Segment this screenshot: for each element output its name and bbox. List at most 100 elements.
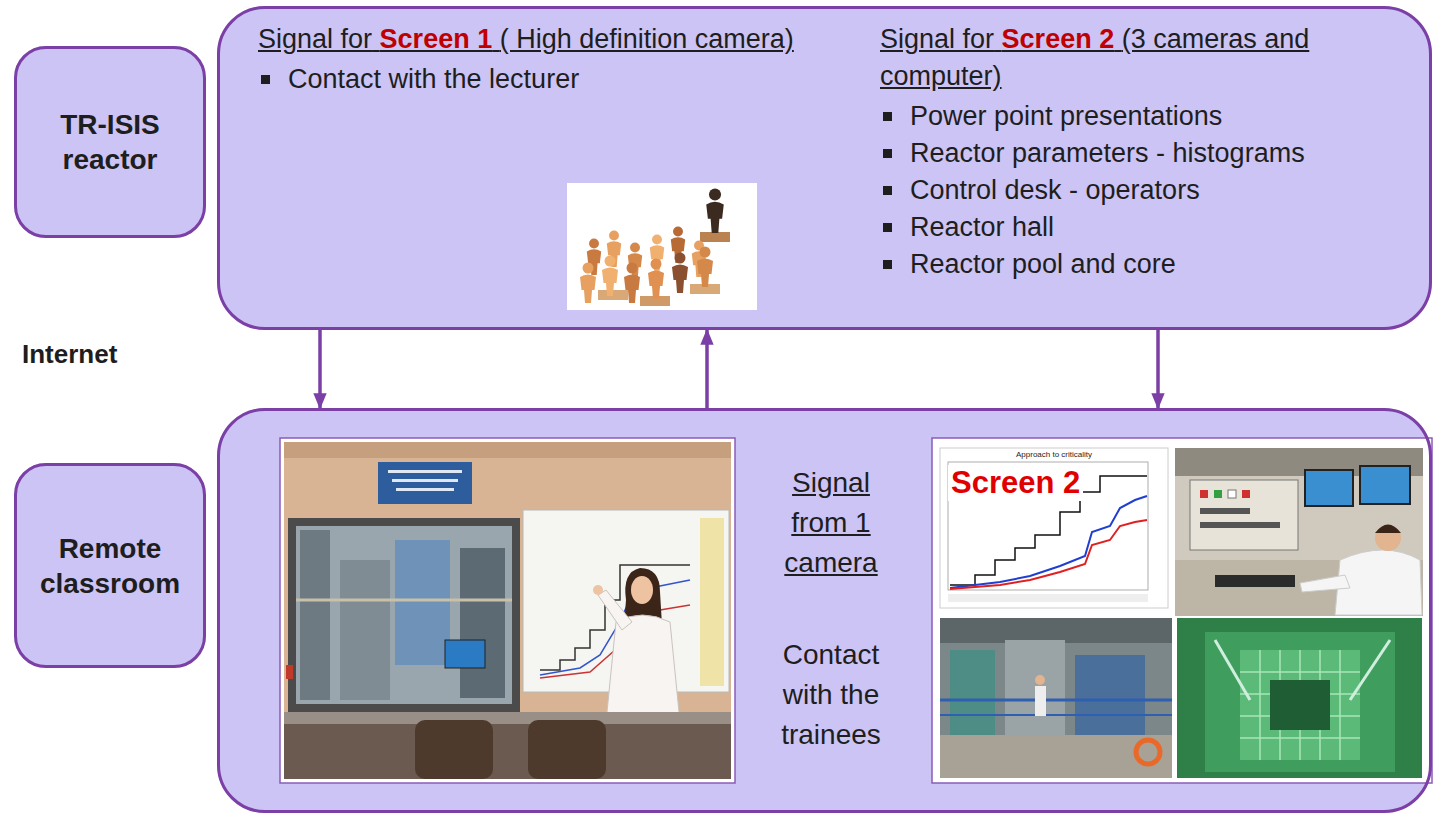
picture-part: [940, 714, 1172, 716]
picture-part: [296, 526, 512, 704]
bullet-text: Power point presentations: [910, 101, 1222, 131]
picture-part: [1005, 640, 1065, 735]
box-title: Remote classroom: [25, 531, 195, 601]
picture-part: [1242, 490, 1250, 498]
screen-name: Screen 2: [1002, 24, 1115, 54]
picture-part: [1270, 680, 1330, 730]
picture-part: [460, 548, 505, 698]
bullet-square: [883, 186, 892, 195]
figures-picture: [567, 183, 757, 310]
picture-part: [378, 462, 472, 504]
picture-part: [940, 699, 1172, 702]
picture-part: [932, 438, 1432, 783]
screen-name: Screen 1: [380, 24, 493, 54]
picture-part: [1240, 650, 1360, 760]
bullet-item: Reactor parameters - histograms: [880, 135, 1425, 172]
bullet-item: Control desk - operators: [880, 172, 1425, 209]
heading: Signal for Screen 1 ( High definition ca…: [258, 21, 818, 58]
bullet-square: [883, 112, 892, 121]
picture-part: [1350, 640, 1390, 700]
picture-part: [950, 650, 995, 735]
bullet-text: Reactor hall: [910, 212, 1054, 242]
picture-part: [648, 259, 664, 300]
heading-text: ( High definition camera): [500, 24, 794, 54]
picture-part: [1228, 490, 1236, 498]
picture-part: [1190, 480, 1298, 550]
picture-part: [445, 640, 485, 668]
classroom-box: Remote classroom: [14, 463, 206, 668]
picture-part: [415, 720, 493, 779]
picture-part: [1375, 525, 1401, 551]
bullet-square: [883, 149, 892, 158]
picture-part: [1175, 448, 1423, 616]
picture-part: [1200, 508, 1250, 514]
box-fill: [14, 46, 206, 238]
picture-part: [948, 462, 1148, 590]
bullet-text: Reactor pool and core: [910, 249, 1176, 279]
picture-part: [1305, 470, 1353, 506]
screen-two-photos: [932, 438, 1432, 783]
arrow-connector: [1156, 330, 1160, 408]
box-title: TR-ISIS reactor: [25, 107, 195, 177]
arrow-connector: [318, 330, 322, 408]
picture-part: [598, 590, 632, 630]
reactor-box: TR-ISIS reactor: [14, 46, 206, 238]
bullet-square: [883, 260, 892, 269]
picture-part: [392, 479, 458, 482]
picture-part: [940, 448, 1168, 608]
picture-part: [940, 618, 1172, 778]
picture-part: [606, 615, 680, 722]
picture-part: [950, 496, 1147, 588]
picture-part: [1300, 575, 1350, 592]
picture-part: [296, 599, 512, 602]
picture-part: [1075, 655, 1145, 735]
picture-part: [602, 256, 618, 297]
picture-part: [388, 470, 462, 473]
text-column: Signal for Screen 1 ( High definition ca…: [258, 21, 818, 98]
classroom-panel: Signal from 1 cameraContact with the tra…: [217, 408, 1432, 813]
picture-part: [288, 518, 520, 712]
screen-label: Screen 2: [948, 465, 1083, 501]
bullet-text: Control desk - operators: [910, 175, 1200, 205]
box-fill: [14, 463, 206, 668]
picture-part: [631, 576, 653, 604]
picture-part: [1035, 675, 1045, 685]
bullet-text: Reactor parameters - histograms: [910, 138, 1305, 168]
picture-part: [1035, 686, 1046, 716]
network-label: Internet: [22, 340, 117, 370]
signal-panel: Signal for Screen 1 ( High definition ca…: [217, 6, 1432, 330]
contact-note: Contact with the trainees: [767, 635, 895, 755]
picture-part: [286, 665, 293, 679]
picture-part: [1177, 618, 1422, 778]
picture-part: [284, 712, 731, 724]
picture-part: [1240, 650, 1360, 760]
picture-part: [624, 263, 640, 304]
picture-part: [706, 189, 724, 233]
picture-part: [284, 442, 731, 779]
picture-part: [700, 232, 730, 242]
picture-part: [1200, 490, 1208, 498]
bullet-text: Contact with the lecturer: [288, 64, 579, 94]
picture-part: [528, 720, 606, 779]
chart-title: Approach to criticality: [940, 450, 1168, 459]
picture-part: [940, 618, 1172, 643]
picture-part: [1200, 522, 1280, 528]
picture-part: [1214, 490, 1222, 498]
box-fill: [217, 6, 1432, 330]
picture-part: [672, 253, 688, 294]
picture-part: [1215, 575, 1295, 587]
heading-text: Signal for: [880, 24, 994, 54]
picture-part: [284, 724, 731, 779]
picture-part: [340, 560, 390, 700]
arrow-connector: [705, 330, 709, 408]
picture-part: [948, 594, 1148, 602]
picture-part: [1360, 466, 1410, 504]
bullet-item: Reactor pool and core: [880, 246, 1425, 283]
picture-part: [280, 438, 735, 783]
picture-part: [700, 518, 724, 686]
picture-part: [950, 520, 1147, 589]
bullet-item: Power point presentations: [880, 98, 1425, 135]
picture-part: [395, 540, 450, 665]
